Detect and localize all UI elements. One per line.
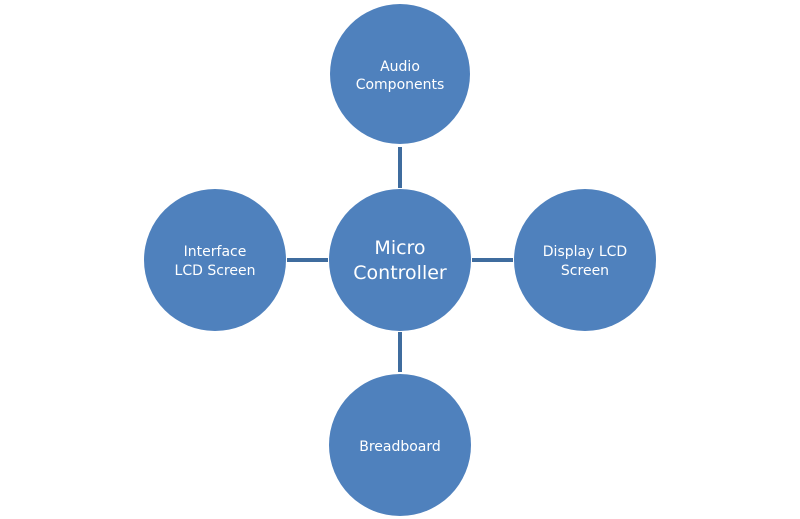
node-label-line: Audio	[380, 59, 420, 75]
node-label-line: Screen	[561, 263, 609, 279]
node-label-line: LCD Screen	[175, 263, 256, 279]
node-label-line: Micro	[374, 237, 425, 259]
node-label-line: Interface	[184, 244, 247, 260]
node-label-line: Controller	[353, 262, 447, 284]
node-display-lcd-screen: Display LCD Screen	[514, 189, 656, 331]
node-micro-controller: Micro Controller	[329, 189, 471, 331]
node-label-line: Display LCD	[543, 244, 627, 260]
node-audio-components: Audio Components	[330, 4, 470, 144]
node-label-line: Breadboard	[359, 439, 441, 455]
node-label-line: Components	[356, 77, 445, 93]
node-breadboard: Breadboard	[329, 374, 471, 516]
node-interface-lcd-screen: Interface LCD Screen	[144, 189, 286, 331]
